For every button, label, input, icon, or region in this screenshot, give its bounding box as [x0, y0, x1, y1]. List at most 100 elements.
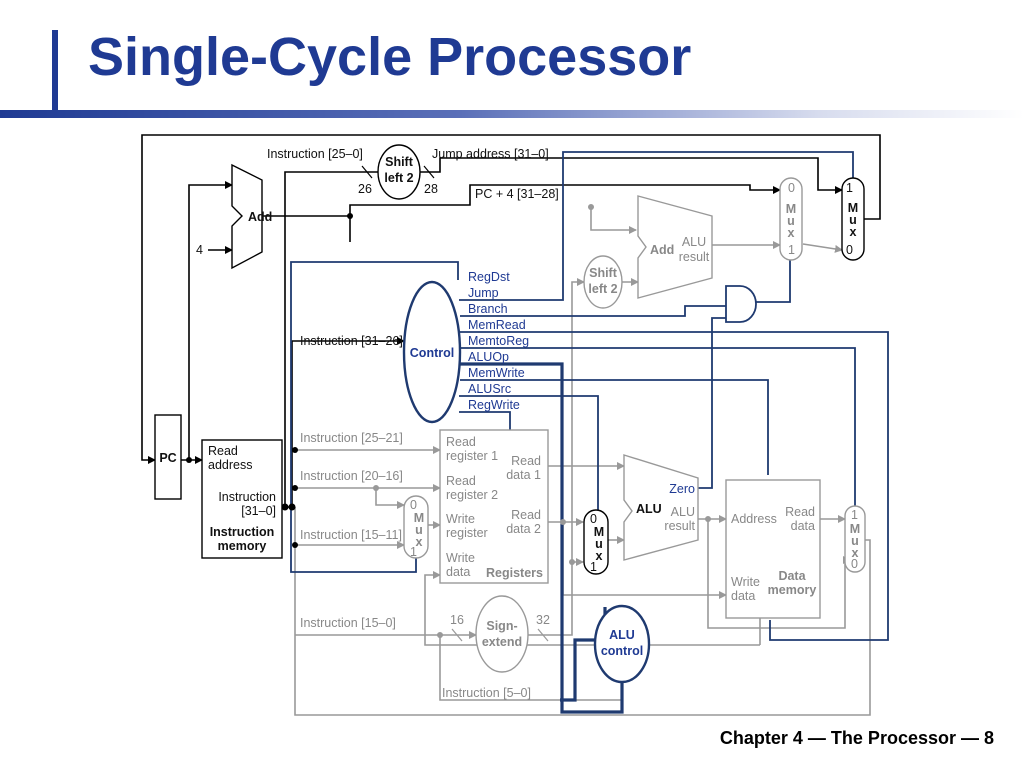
- svg-text:0: 0: [410, 498, 417, 512]
- svg-text:Write: Write: [446, 551, 475, 565]
- alu-control: ALU control: [593, 604, 651, 684]
- svg-text:[31–0]: [31–0]: [241, 504, 276, 518]
- svg-text:result: result: [679, 250, 710, 264]
- memtoreg-mux: 1 M u x 0: [844, 505, 866, 573]
- svg-text:Read: Read: [511, 508, 541, 522]
- svg-text:extend: extend: [482, 635, 522, 649]
- constant-four: 4: [196, 243, 203, 257]
- jump-mux: 1 M u x 0: [841, 177, 865, 261]
- svg-text:register 1: register 1: [446, 449, 498, 463]
- svg-text:0: 0: [851, 557, 858, 571]
- svg-text:ALU: ALU: [609, 628, 635, 642]
- svg-text:u: u: [595, 537, 603, 551]
- shift-left-2-jump: Shift left 2: [377, 144, 421, 200]
- svg-text:PC: PC: [159, 451, 176, 465]
- shift-left-2-branch: Shift left 2: [583, 255, 623, 309]
- svg-text:Write: Write: [731, 575, 760, 589]
- label-instr-25-0: Instruction [25–0]: [267, 147, 363, 161]
- svg-text:Instruction: Instruction: [210, 525, 275, 539]
- svg-text:Read: Read: [208, 444, 238, 458]
- svg-text:Add: Add: [650, 243, 674, 257]
- label-instr-15-11: Instruction [15–11]: [300, 528, 402, 542]
- alu: ALU Zero ALU result: [623, 454, 699, 561]
- svg-text:left 2: left 2: [588, 282, 617, 296]
- svg-text:u: u: [851, 534, 859, 548]
- svg-text:u: u: [787, 214, 795, 228]
- svg-text:Shift: Shift: [385, 155, 414, 169]
- svg-text:register: register: [446, 526, 488, 540]
- signal-regwrite: RegWrite: [468, 398, 520, 412]
- svg-text:memory: memory: [218, 539, 267, 553]
- pc-adder: Add: [231, 163, 272, 270]
- svg-text:1: 1: [788, 243, 795, 257]
- pc-register: PC: [154, 414, 182, 500]
- label-width-16: 16: [450, 613, 464, 627]
- label-width-32: 32: [536, 613, 550, 627]
- svg-text:memory: memory: [768, 583, 817, 597]
- svg-text:x: x: [850, 225, 857, 239]
- svg-text:Instruction: Instruction: [218, 490, 276, 504]
- branch-and-gate: [725, 285, 757, 323]
- svg-text:control: control: [601, 644, 643, 658]
- svg-text:Read: Read: [446, 474, 476, 488]
- label-jump-address: Jump address [31–0]: [432, 147, 549, 161]
- svg-text:Address: Address: [731, 512, 777, 526]
- regdst-mux: 0 M u x 1: [403, 495, 429, 559]
- instruction-memory: Read address Instruction [31–0] Instruct…: [201, 439, 283, 559]
- wire-labels: Instruction [25–0] Jump address [31–0] 2…: [267, 147, 559, 700]
- control-unit: Control: [402, 280, 462, 424]
- label-instr-15-0: Instruction [15–0]: [300, 616, 396, 630]
- label-instr-5-0: Instruction [5–0]: [442, 686, 531, 700]
- signal-memread: MemRead: [468, 318, 526, 332]
- label-instr-31-26: Instruction [31–26]: [300, 334, 403, 348]
- signal-memwrite: MemWrite: [468, 366, 525, 380]
- control-wires: [290, 151, 889, 714]
- svg-text:data: data: [731, 589, 755, 603]
- svg-text:register 2: register 2: [446, 488, 498, 502]
- data-memory: Address Read data Write data Data memory: [725, 479, 821, 619]
- svg-text:Zero: Zero: [669, 482, 695, 496]
- svg-text:M: M: [414, 511, 424, 525]
- signal-aluop: ALUOp: [468, 350, 509, 364]
- label-pc-plus-4: PC + 4 [31–28]: [475, 187, 559, 201]
- svg-text:Read: Read: [785, 505, 815, 519]
- svg-text:Add: Add: [248, 210, 272, 224]
- svg-text:x: x: [416, 535, 423, 549]
- svg-text:1: 1: [846, 181, 853, 195]
- svg-text:data 2: data 2: [506, 522, 541, 536]
- svg-text:1: 1: [851, 508, 858, 522]
- svg-text:1: 1: [590, 560, 597, 574]
- svg-text:Control: Control: [410, 346, 454, 360]
- svg-text:x: x: [788, 226, 795, 240]
- svg-text:Sign-: Sign-: [486, 619, 517, 633]
- label-instr-25-21: Instruction [25–21]: [300, 431, 403, 445]
- svg-text:address: address: [208, 458, 252, 472]
- label-instr-20-16: Instruction [20–16]: [300, 469, 403, 483]
- svg-text:0: 0: [846, 243, 853, 257]
- branch-mux: 0 M u x 1: [779, 177, 803, 261]
- svg-text:0: 0: [788, 181, 795, 195]
- svg-text:0: 0: [590, 512, 597, 526]
- signal-alusrc: ALUSrc: [468, 382, 511, 396]
- svg-text:data: data: [791, 519, 815, 533]
- sign-extend: Sign- extend: [475, 595, 529, 673]
- signal-memtoreg: MemtoReg: [468, 334, 529, 348]
- svg-text:data: data: [446, 565, 470, 579]
- register-file: Read register 1 Read register 2 Write re…: [439, 429, 549, 584]
- svg-text:Data: Data: [778, 569, 806, 583]
- alusrc-mux: 0 M u x 1: [583, 509, 609, 575]
- label-width-28: 28: [424, 182, 438, 196]
- svg-text:ALU: ALU: [636, 502, 662, 516]
- svg-text:Shift: Shift: [589, 266, 618, 280]
- svg-text:x: x: [852, 546, 859, 560]
- branch-adder: Add ALU result: [637, 195, 713, 299]
- svg-text:Write: Write: [446, 512, 475, 526]
- svg-text:ALU: ALU: [682, 235, 706, 249]
- svg-text:M: M: [594, 525, 604, 539]
- control-signal-labels: RegDst Jump Branch MemRead MemtoReg ALUO…: [468, 270, 529, 412]
- svg-text:Registers: Registers: [486, 566, 543, 580]
- signal-regdst: RegDst: [468, 270, 510, 284]
- svg-text:u: u: [415, 523, 423, 537]
- svg-text:M: M: [786, 202, 796, 216]
